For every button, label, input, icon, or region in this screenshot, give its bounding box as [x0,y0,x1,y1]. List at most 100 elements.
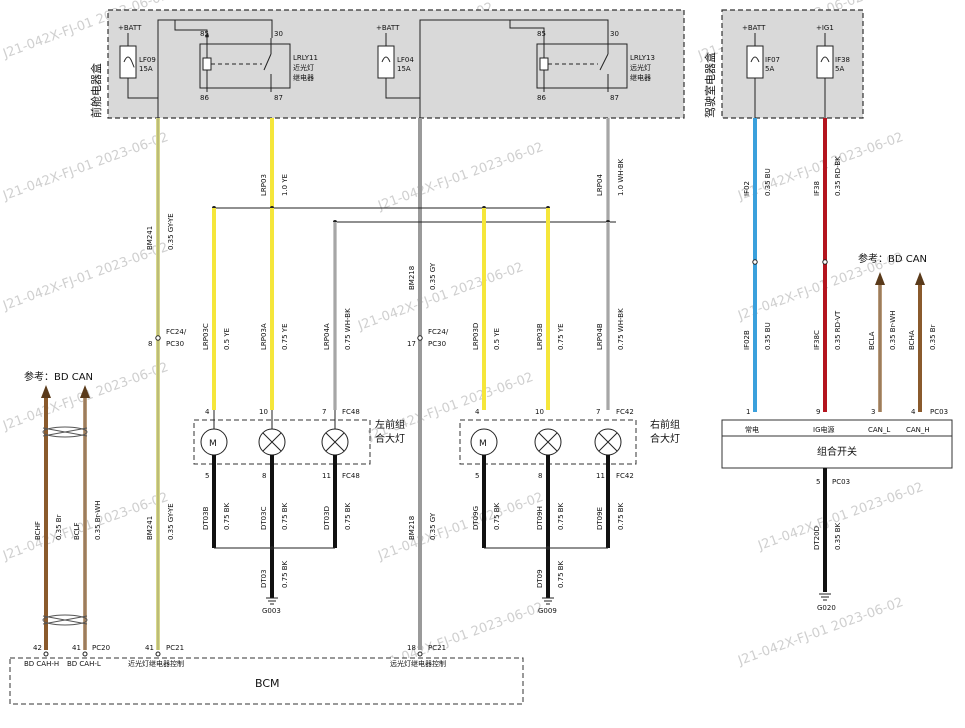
fuse-id: LF09 [139,56,156,64]
left-bd-can-wires: 参考：BD CAN BCHF 0.35 Br BCLF 0.35 Br-WH [24,370,102,650]
svg-text:继电器: 继电器 [293,73,314,82]
svg-text:BCM: BCM [255,677,280,690]
svg-text:M: M [209,439,217,449]
svg-text:DT09H: DT09H [536,506,544,530]
svg-text:0.5 YE: 0.5 YE [493,328,501,350]
svg-text:0.35 GY: 0.35 GY [429,262,437,290]
svg-text:IF38: IF38 [813,181,821,196]
svg-text:PC30: PC30 [166,340,184,348]
svg-text:41: 41 [145,644,154,652]
svg-text:11: 11 [322,472,331,480]
svg-text:近光灯: 近光灯 [293,63,314,72]
svg-text:LRLY13: LRLY13 [630,54,655,62]
svg-text:LRP04B: LRP04B [596,323,604,350]
svg-text:42: 42 [33,644,42,652]
svg-text:0.35 Br-WH: 0.35 Br-WH [889,311,897,350]
svg-text:0.35 GY-YE: 0.35 GY-YE [167,213,175,250]
svg-text:PC20: PC20 [92,644,110,652]
svg-text:1: 1 [746,408,750,416]
svg-text:LRP03D: LRP03D [472,323,480,350]
combo-switch: 1 9 3 4 PC03 常电 IG电源 CAN_L CAN_H 组合开关 5 … [721,408,953,612]
svg-text:10: 10 [259,408,268,416]
wire-bm241: BM241 0.35 GY-YE 8 FC24/ PC30 BM241 0.35… [146,118,187,650]
svg-text:IF38C: IF38C [813,330,821,350]
fuse-lf04: +BATT LF04 15A [376,24,421,118]
svg-text:BCLF: BCLF [73,523,81,541]
right-headlamp-assembly: 4 10 7 FC42 M 右前组 合大灯 5 8 11 FC42 [459,408,680,480]
svg-text:0.35 Br: 0.35 Br [929,324,937,350]
svg-text:0.35 Br-WH: 0.35 Br-WH [94,501,102,540]
svg-text:+BATT: +BATT [742,24,766,32]
svg-text:7: 7 [322,408,326,416]
svg-text:DT03B: DT03B [202,506,210,530]
svg-text:FC42: FC42 [616,472,634,480]
svg-text:10: 10 [535,408,544,416]
svg-text:+BATT: +BATT [376,24,400,32]
watermark-text: J21-042X-FJ-01 2023-06-02 [375,140,545,214]
watermark-text: J21-042X-FJ-01 2023-06-02 [365,370,535,444]
fuse-lf09: +BATT LF09 15A [118,24,159,118]
svg-text:0.35 BU: 0.35 BU [764,322,772,350]
ground-icon [266,597,278,605]
svg-text:LRP03: LRP03 [260,174,268,196]
right-headlamp-wires: LRP03D 0.5 YE LRP03B 0.75 YE LRP04B 0.75… [472,208,625,410]
svg-text:1.0 YE: 1.0 YE [281,174,289,196]
svg-text:0.75 YE: 0.75 YE [557,323,565,350]
svg-text:G003: G003 [262,607,281,615]
svg-text:0.35 BK: 0.35 BK [834,522,842,550]
fuse-rating: 15A [139,65,153,73]
svg-text:LF04: LF04 [397,56,414,64]
svg-text:近光灯继电器控制: 近光灯继电器控制 [128,659,184,668]
ground-icon [542,597,554,605]
relay-lrly13: 85 30 86 87 LRLY13 远光灯 继电器 [419,19,655,102]
svg-text:BD CAH-L: BD CAH-L [67,660,101,668]
svg-text:0.35 RD-VT: 0.35 RD-VT [834,310,842,350]
svg-text:LRP04A: LRP04A [323,323,331,350]
svg-text:0.35 GY: 0.35 GY [429,512,437,540]
svg-text:IF07: IF07 [765,56,780,64]
svg-text:0.35 GY-YE: 0.35 GY-YE [167,503,175,540]
svg-text:FC24/: FC24/ [166,328,187,336]
svg-text:5: 5 [816,478,820,486]
svg-text:远光灯继电器控制: 远光灯继电器控制 [390,659,446,668]
svg-text:9: 9 [816,408,820,416]
bcm-module: 42 41 PC20 41 PC21 18 PC21 BD CAH-H BD C… [9,644,524,705]
svg-text:BM241: BM241 [146,516,154,540]
svg-text:BM241: BM241 [146,226,154,250]
watermark-text: J21-042X-FJ-01 2023-06-02 [375,490,545,564]
svg-text:LRP04: LRP04 [596,174,604,196]
svg-text:BM218: BM218 [408,516,416,540]
svg-text:11: 11 [596,472,605,480]
front-fusebox-label: 前舱电器盒 [89,63,103,118]
svg-text:86: 86 [200,94,209,102]
svg-text:0.75 BK: 0.75 BK [557,502,565,530]
watermark-text: J21-042X-FJ-01 2023-06-02 [0,240,170,314]
svg-text:PC03: PC03 [930,408,948,416]
svg-text:7: 7 [596,408,600,416]
svg-text:DT09G: DT09G [472,506,480,530]
svg-text:DT09: DT09 [536,569,544,588]
fuse-body [119,45,137,79]
svg-text:PC21: PC21 [428,644,446,652]
svg-text:5A: 5A [835,65,844,73]
svg-text:BM218: BM218 [408,266,416,290]
svg-text:IF02B: IF02B [743,330,751,350]
svg-text:LRP03B: LRP03B [536,323,544,350]
svg-text:87: 87 [610,94,619,102]
svg-text:CAN_H: CAN_H [906,426,930,434]
svg-text:8: 8 [148,340,152,348]
svg-text:DT20D: DT20D [813,526,821,550]
wire-bm218: BM218 0.35 GY 17 FC24/ PC30 BM218 0.35 G… [407,118,449,650]
svg-text:+IG1: +IG1 [816,24,834,32]
svg-text:0.75 BK: 0.75 BK [617,502,625,530]
svg-text:IG电源: IG电源 [813,425,835,434]
svg-text:PC30: PC30 [428,340,446,348]
svg-text:0.35 RD-BK: 0.35 RD-BK [834,156,842,196]
svg-text:FC48: FC48 [342,472,360,480]
watermark-text: J21-042X-FJ-01 2023-06-02 [0,130,170,204]
svg-text:0.75 WH-BK: 0.75 WH-BK [617,308,625,350]
svg-text:DT03D: DT03D [323,506,331,530]
svg-text:4: 4 [205,408,210,416]
svg-text:FC42: FC42 [616,408,634,416]
svg-text:85: 85 [200,30,209,38]
